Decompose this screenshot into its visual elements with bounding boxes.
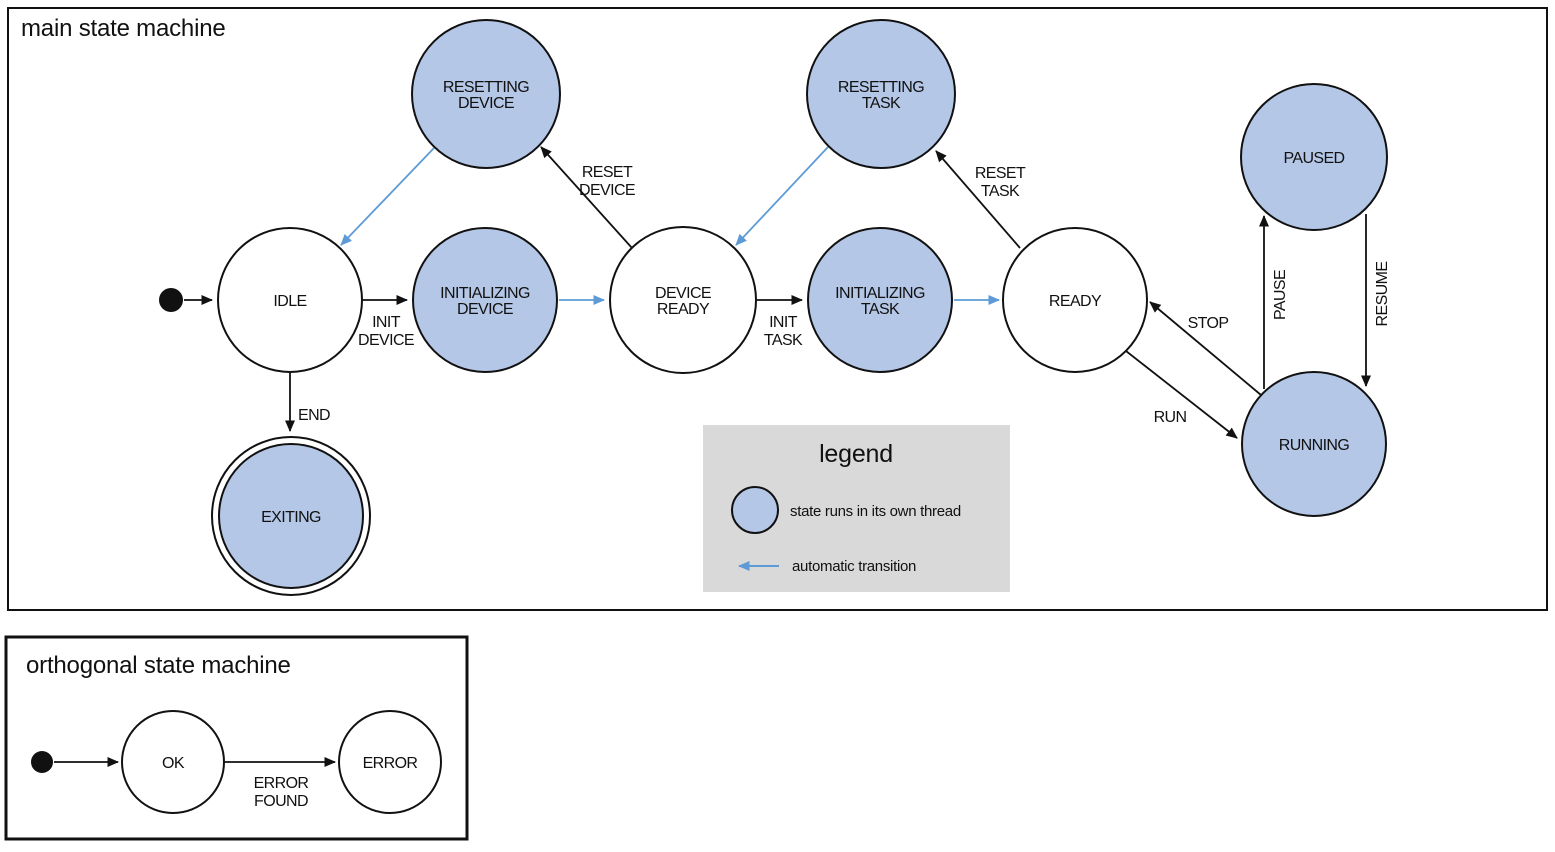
transition-label-resume: RESUME bbox=[1374, 262, 1391, 327]
legend-title: legend bbox=[819, 440, 893, 468]
legend-thread-text: state runs in its own thread bbox=[790, 503, 961, 520]
state-ready: READY bbox=[1002, 227, 1148, 373]
state-circle bbox=[1241, 371, 1387, 517]
main-panel-title: main state machine bbox=[21, 15, 226, 42]
transition-ready-to-resetting-task bbox=[935, 150, 1021, 249]
transition-label-run: RUN bbox=[1154, 409, 1187, 426]
state-label: RUNNING bbox=[1279, 437, 1350, 454]
transition-label-end: END bbox=[298, 407, 330, 424]
state-circle bbox=[412, 227, 558, 373]
state-label: EXITING bbox=[261, 509, 321, 526]
transition-label-pause: PAUSE bbox=[1272, 270, 1289, 320]
state-error: ERROR bbox=[338, 710, 442, 814]
orthogonal-initial-state-dot bbox=[31, 751, 53, 773]
state-running: RUNNING bbox=[1241, 371, 1387, 517]
transition-ready-to-running bbox=[1125, 350, 1238, 439]
state-label: PAUSED bbox=[1283, 150, 1344, 167]
transition-resetting-task-to-device-ready bbox=[735, 146, 829, 246]
main-initial-state-dot bbox=[159, 288, 183, 312]
state-label: READY bbox=[1049, 293, 1102, 310]
transition-label-stop: STOP bbox=[1188, 315, 1229, 332]
state-circle bbox=[1240, 83, 1388, 231]
state-idle: IDLE bbox=[217, 227, 363, 373]
state-circle bbox=[609, 226, 757, 374]
state-circle bbox=[218, 443, 364, 589]
state-exiting: EXITING bbox=[211, 436, 371, 596]
legend-auto-text: automatic transition bbox=[792, 558, 916, 575]
transition-running-to-ready bbox=[1149, 301, 1262, 396]
state-paused: PAUSED bbox=[1240, 83, 1388, 231]
state-label: ERROR bbox=[363, 755, 418, 772]
legend: legend state runs in its own thread automa… bbox=[703, 425, 1010, 592]
state-circle bbox=[806, 19, 956, 169]
state-circle bbox=[121, 710, 225, 814]
state-circle bbox=[807, 227, 953, 373]
state-circle bbox=[217, 227, 363, 373]
state-label: IDLE bbox=[273, 293, 306, 310]
state-circle bbox=[1002, 227, 1148, 373]
state-label: OK bbox=[162, 755, 185, 772]
transition-resetting-device-to-idle bbox=[340, 147, 435, 246]
state-circle bbox=[338, 710, 442, 814]
state-ok: OK bbox=[121, 710, 225, 814]
orthogonal-panel-title: orthogonal state machine bbox=[26, 652, 291, 679]
thread-state-icon bbox=[731, 486, 779, 534]
transition-device-ready-to-resetting-device bbox=[540, 146, 633, 249]
state-circle bbox=[411, 19, 561, 169]
